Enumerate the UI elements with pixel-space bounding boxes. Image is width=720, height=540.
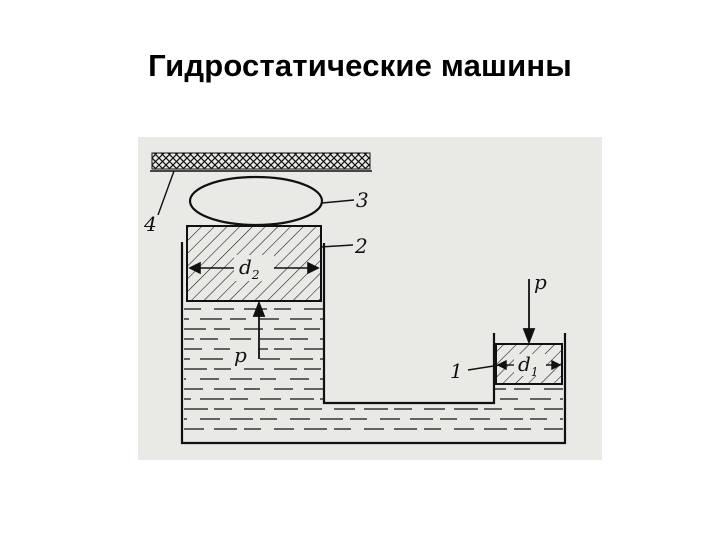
p-label-right: p: [534, 270, 547, 294]
number-2: 2: [354, 234, 368, 258]
number-4: 4: [143, 212, 157, 236]
force-arrow-small-piston: [522, 279, 536, 345]
number-1: 1: [450, 359, 463, 383]
number-3: 3: [356, 188, 369, 212]
hydraulic-press-diagram: d2 d1 p p: [138, 137, 602, 460]
d2-dimension-arrow: [188, 261, 320, 275]
diagram-svg: d2 d1 p p: [143, 152, 567, 445]
vessel-walls: [180, 242, 567, 445]
d1-label: d1: [518, 352, 538, 379]
pressure-label-bg: [230, 341, 258, 367]
p-label-left: p: [234, 343, 247, 367]
small-piston-label-bg: [514, 354, 546, 376]
slide-title: Гидростатические машины: [148, 48, 572, 83]
leader-lines: [157, 170, 501, 371]
pressed-object: [188, 175, 324, 227]
top-plate: [151, 152, 371, 170]
large-piston-label-bg: [234, 255, 274, 281]
d1-dimension-arrow: [496, 359, 562, 371]
d2-label: d2: [239, 255, 259, 282]
pressure-arrow-large-piston: [252, 300, 266, 359]
